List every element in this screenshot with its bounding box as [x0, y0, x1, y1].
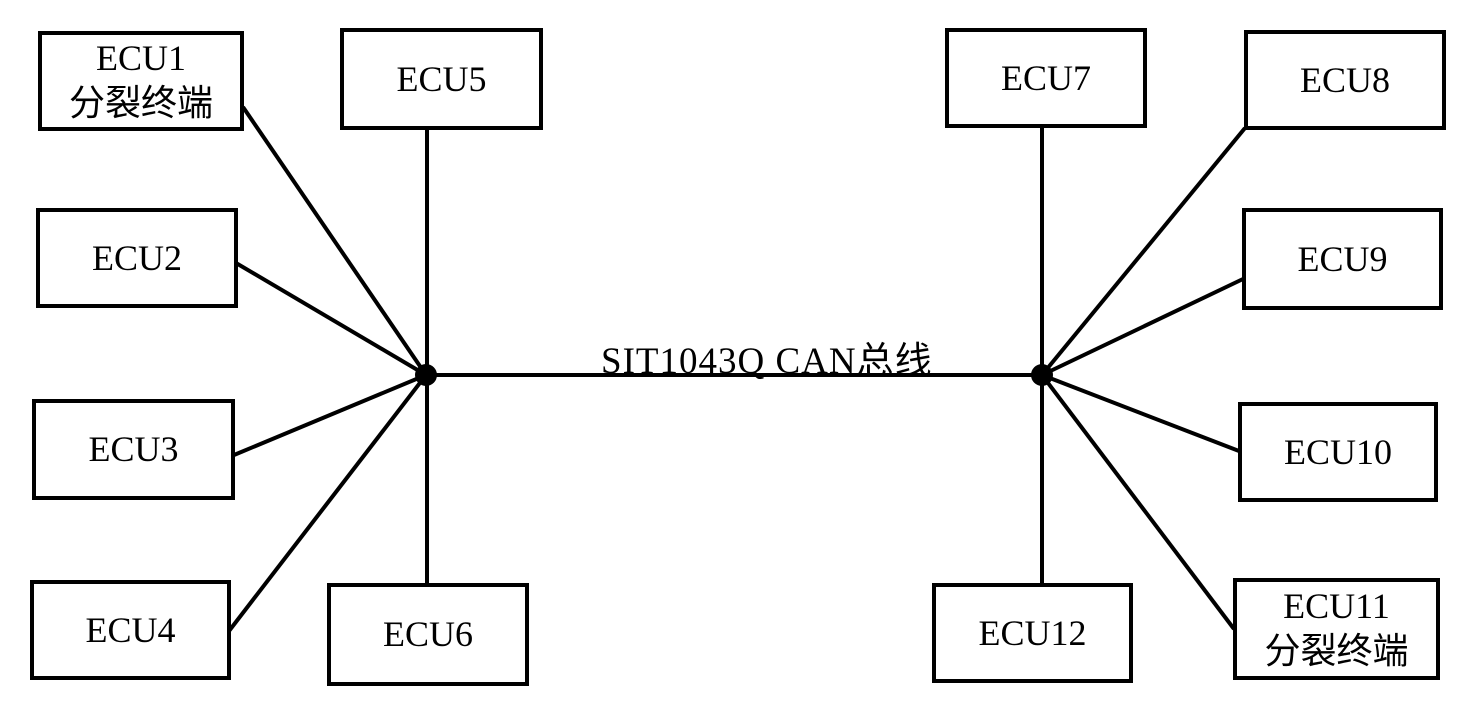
- node-ecu10: ECU10: [1238, 402, 1438, 502]
- node-ecu8: ECU8: [1244, 30, 1446, 130]
- node-ecu3: ECU3: [32, 399, 235, 500]
- node-ecu8-label: ECU8: [1300, 59, 1390, 100]
- node-ecu2: ECU2: [36, 208, 238, 308]
- node-ecu9-label: ECU9: [1297, 238, 1388, 279]
- node-ecu12: ECU12: [932, 583, 1133, 683]
- node-ecu11-sublabel: 分裂终端: [1264, 631, 1409, 671]
- node-ecu6: ECU6: [327, 583, 529, 686]
- node-ecu5-label: ECU5: [396, 58, 487, 99]
- node-ecu1-sublabel: 分裂终端: [68, 83, 213, 123]
- node-ecu7-label: ECU7: [1001, 57, 1091, 98]
- node-ecu7: ECU7: [945, 28, 1147, 128]
- node-ecu11: ECU11 分裂终端: [1233, 578, 1440, 680]
- edge-ecu8: [1040, 126, 1247, 377]
- bus-junction-right-dot: [1031, 364, 1053, 386]
- edge-ecu9: [1041, 277, 1244, 377]
- bus-label: SIT1043Q CAN总线: [601, 341, 933, 382]
- edge-ecu11: [1040, 373, 1236, 631]
- node-ecu12-label: ECU12: [978, 612, 1087, 653]
- node-ecu4: ECU4: [30, 580, 231, 680]
- node-ecu6-label: ECU6: [383, 614, 473, 654]
- node-ecu10-label: ECU10: [1284, 431, 1392, 472]
- node-ecu1-label: ECU1: [96, 38, 186, 78]
- node-ecu3-label: ECU3: [88, 429, 179, 469]
- edge-ecu1: [241, 105, 428, 377]
- node-ecu2-label: ECU2: [92, 237, 182, 278]
- edge-ecu10: [1041, 373, 1240, 453]
- node-ecu5: ECU5: [340, 28, 543, 130]
- edge-ecu2: [234, 261, 428, 377]
- edge-ecu3: [233, 373, 427, 457]
- edge-ecu4: [227, 373, 428, 633]
- node-ecu1: ECU1 分裂终端: [38, 31, 244, 131]
- node-ecu11-label: ECU11: [1283, 586, 1390, 626]
- node-ecu9: ECU9: [1242, 208, 1443, 310]
- node-ecu4-label: ECU4: [85, 609, 176, 650]
- bus-junction-left-dot: [415, 364, 437, 386]
